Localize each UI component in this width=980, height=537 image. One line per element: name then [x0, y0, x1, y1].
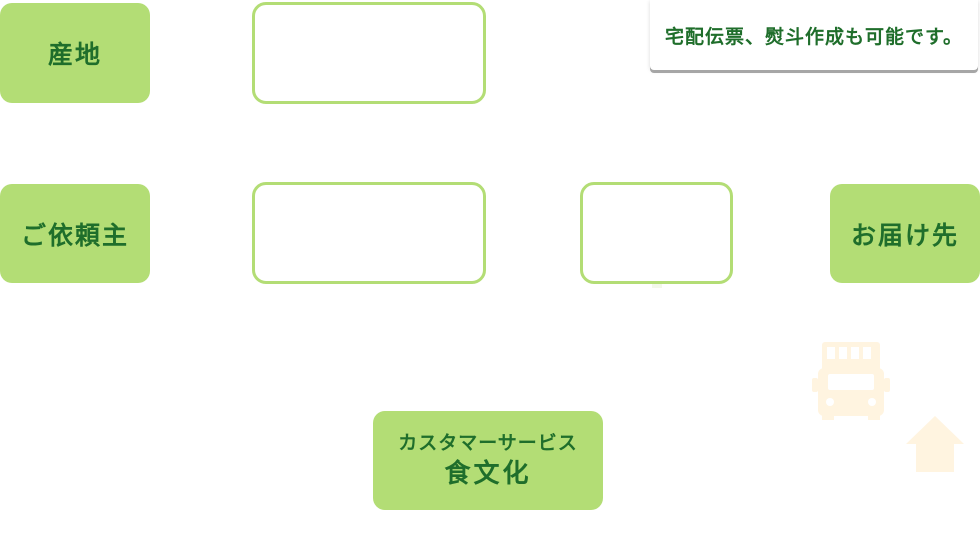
origin-empty-box — [252, 2, 486, 104]
connector-notch — [652, 284, 662, 288]
client-label: ご依頼主 — [0, 184, 150, 283]
client-empty-box — [252, 182, 486, 284]
origin-label-text: 産地 — [47, 40, 102, 69]
truck-icon — [812, 342, 890, 420]
middle-empty-box — [580, 182, 733, 284]
culture-box: カスタマーサービス 食文化 — [373, 411, 603, 510]
house-icon — [906, 416, 964, 472]
origin-label: 産地 — [0, 3, 150, 103]
destination-label: お届け先 — [830, 184, 980, 283]
culture-subtitle: カスタマーサービス — [398, 431, 578, 454]
note-text: 宅配伝票、熨斗作成も可能です。 — [664, 25, 964, 48]
note-card: 宅配伝票、熨斗作成も可能です。 — [650, 0, 978, 70]
culture-title: 食文化 — [444, 458, 532, 489]
destination-label-text: お届け先 — [850, 220, 959, 250]
client-label-text: ご依頼主 — [20, 220, 129, 250]
